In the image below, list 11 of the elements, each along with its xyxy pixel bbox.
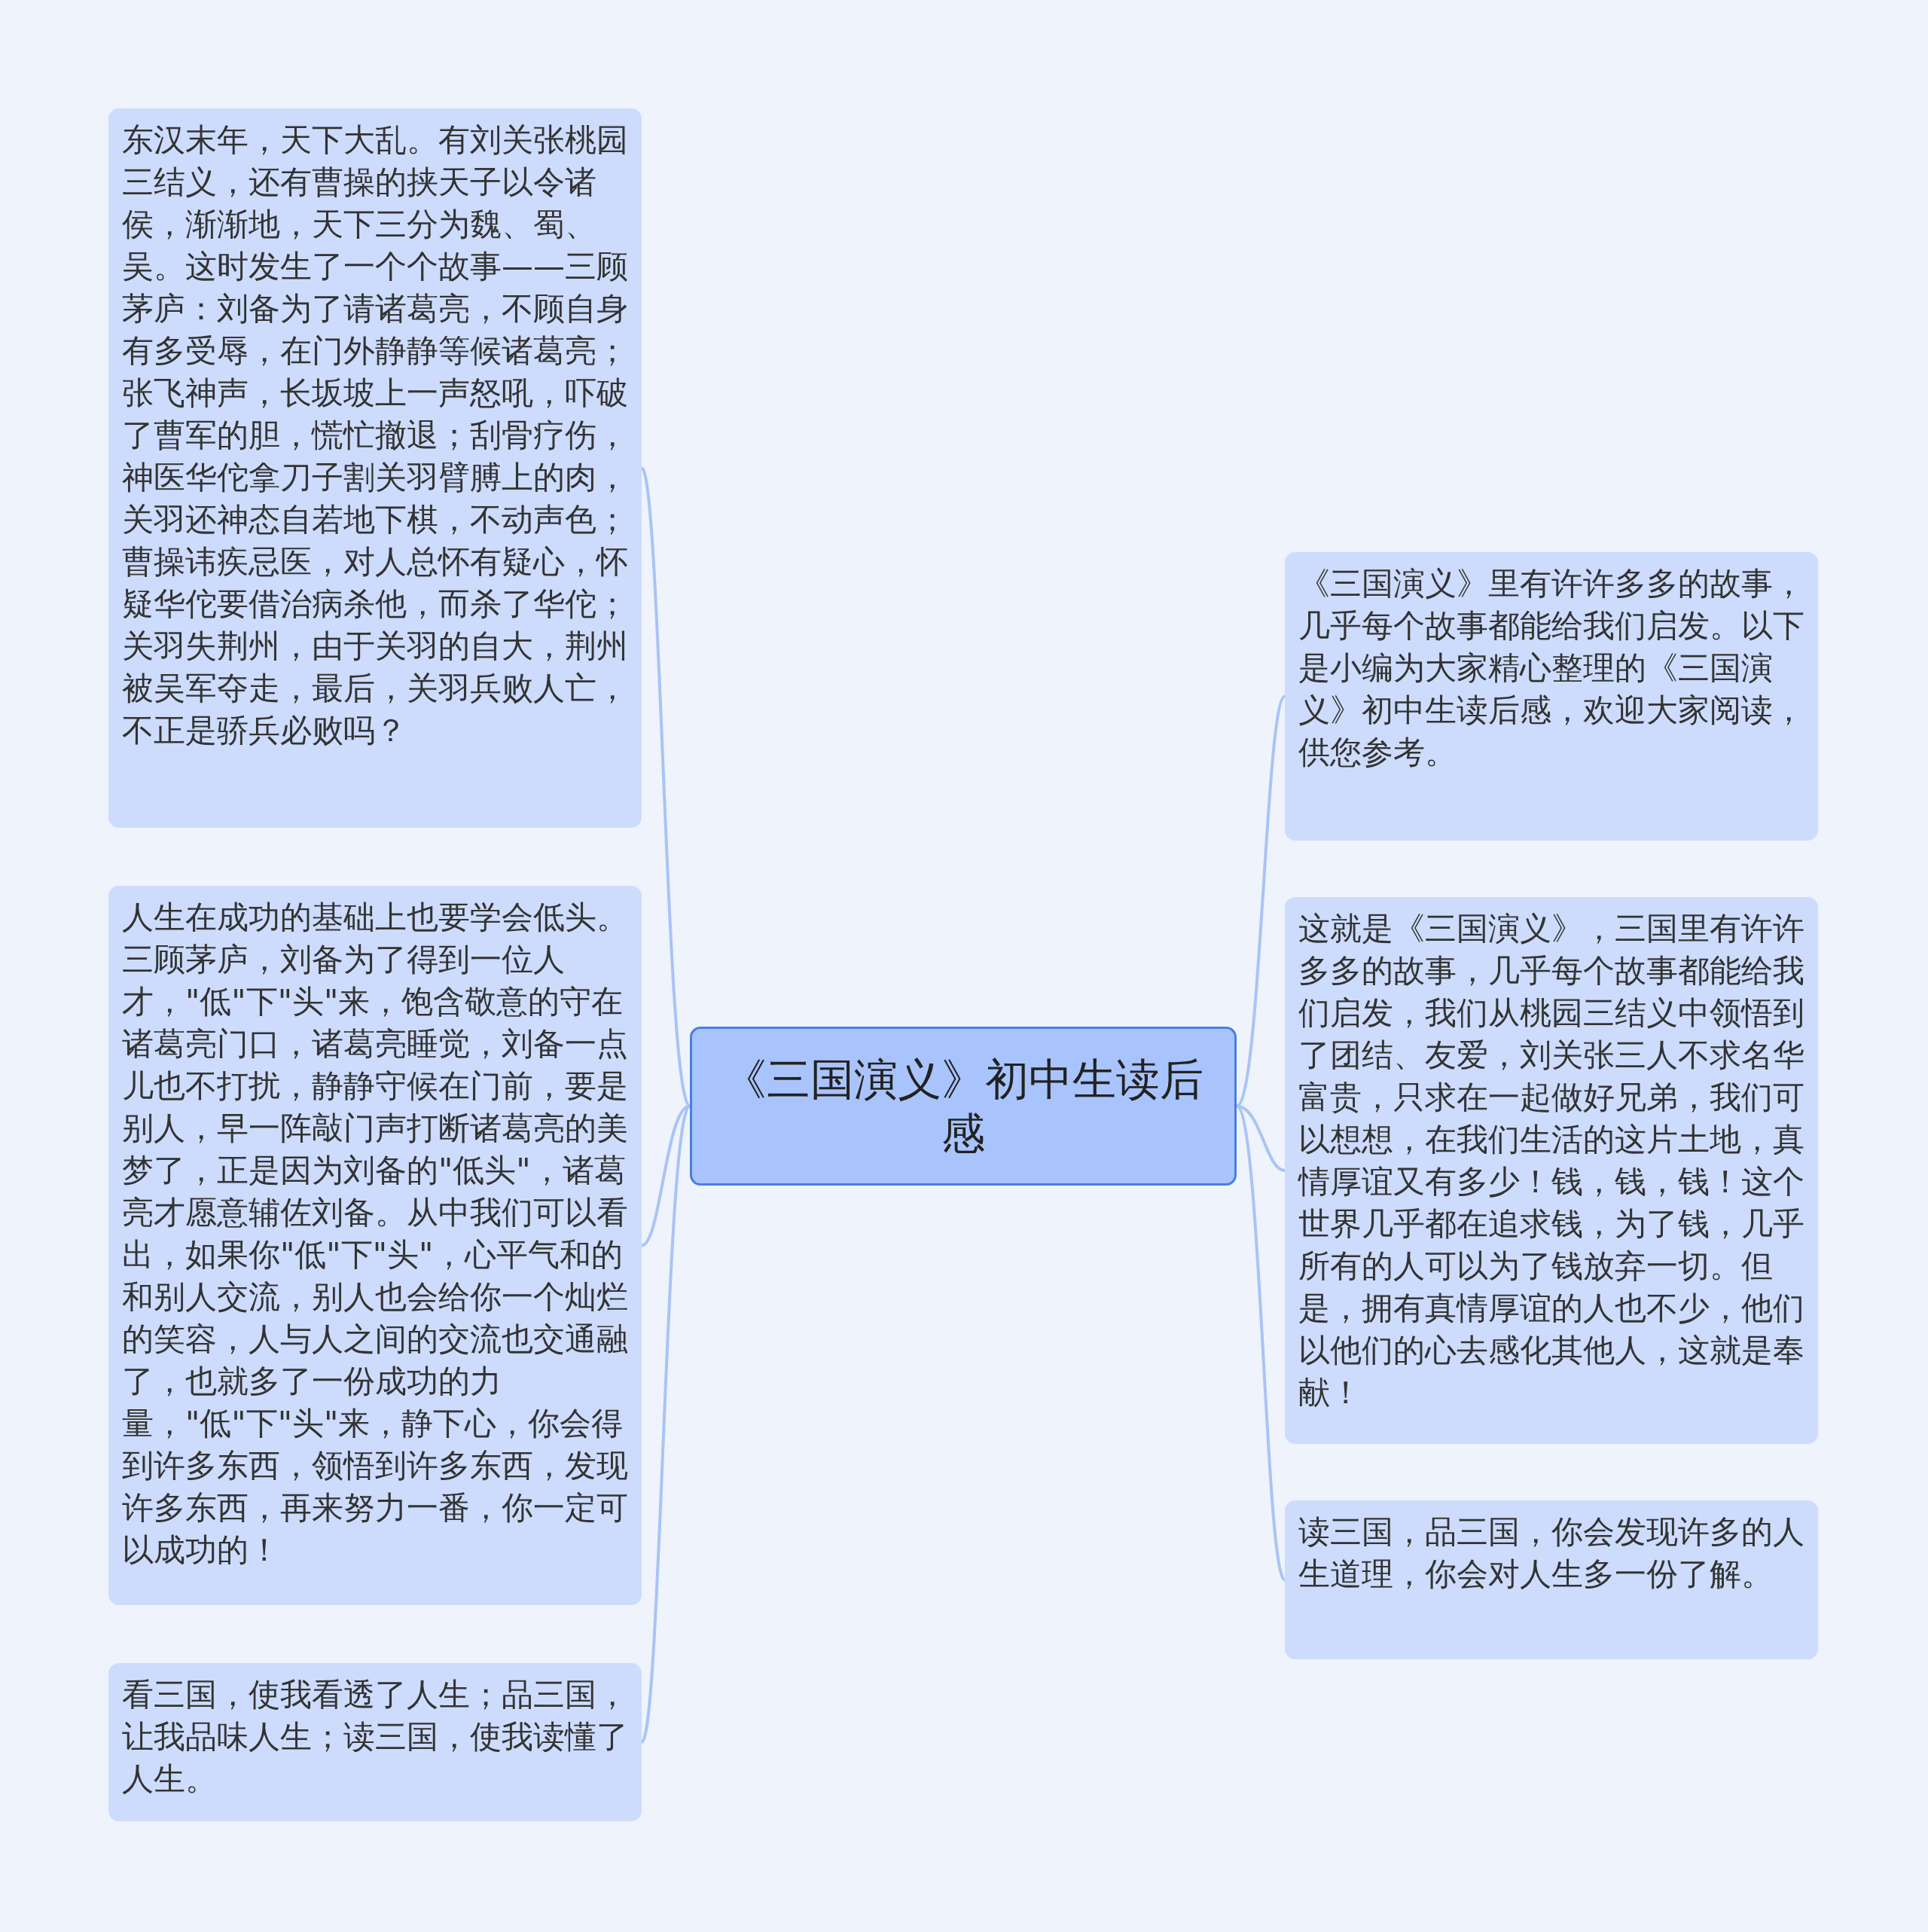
connector-line — [1235, 695, 1286, 1107]
connector-line — [640, 467, 691, 1107]
topic-box: 《三国演义》初中生读后感 — [690, 1027, 1237, 1186]
text-box: 这就是《三国演义》，三国里有许许多多的故事，几乎每个故事都能给我们启发，我们从桃园三结义中领悟到了团结、友爱，刘关张三人不求名华富贵，只求在一起做好兄弟，我们可以想想，在我们生活的这片土地，真情厚谊又有多少！钱，钱，钱！这个世界几乎都在追求钱，为了钱，几乎所有的人可以为了钱放弃一切。但是，拥有真情厚谊的人也不少，他们以他们的心去感化其他人，这就是奉献！ — [1285, 897, 1818, 1444]
text-box: 人生在成功的基础上也要学会低头。三顾茅庐，刘备为了得到一位人才，"低"下"头"来，饱含敬意的守在诸葛亮门口，诸葛亮睡觉，刘备一点儿也不打扰，静静守候在门前，要是别人，早一阵敲门声打断诸葛亮的美梦了，正是因为刘备的"低头"，诸葛亮才愿意辅佐刘备。从中我们可以看出，如果你"低"下"头"，心平气和的和别人交流，别人也会给你一个灿烂的笑容，人与人之间的交流也交通融了，也就多了一份成功的力量，"低"下"头"来，静下心，你会得到许多东西，领悟到许多东西，发现许多东西，再来努力一番，你一定可以成功的！ — [108, 886, 642, 1605]
connector-line — [640, 1105, 691, 1743]
text-box: 读三国，品三国，你会发现许多的人生道理，你会对人生多一份了解。 — [1285, 1500, 1818, 1659]
text-box: 看三国，使我看透了人生；品三国，让我品味人生；读三国，使我读懂了人生。 — [108, 1663, 642, 1821]
connector-line — [1235, 1105, 1286, 1581]
text-box: 东汉末年，天下大乱。有刘关张桃园三结义，还有曹操的挟天子以令诸侯，渐渐地，天下三分为魏、蜀、吴。这时发生了一个个故事——三顾茅庐：刘备为了请诸葛亮，不顾自身有多受辱，在门外静静等候诸葛亮；张飞神声，长坂坡上一声怒吼，吓破了曹军的胆，慌忙撤退；刮骨疗伤，神医华佗拿刀子割关羽臂膊上的肉，关羽还神态自若地下棋，不动声色；曹操讳疾忌医，对人总怀有疑心，怀疑华佗要借治病杀他，而杀了华佗；关羽失荆州，由于关羽的自大，荆州被吴军夺走，最后，关羽兵败人亡，不正是骄兵必败吗？ — [108, 108, 642, 828]
text-box: 《三国演义》里有许许多多的故事，几乎每个故事都能给我们启发。以下是小编为大家精心整理的《三国演义》初中生读后感，欢迎大家阅读，供您参考。 — [1285, 552, 1818, 841]
